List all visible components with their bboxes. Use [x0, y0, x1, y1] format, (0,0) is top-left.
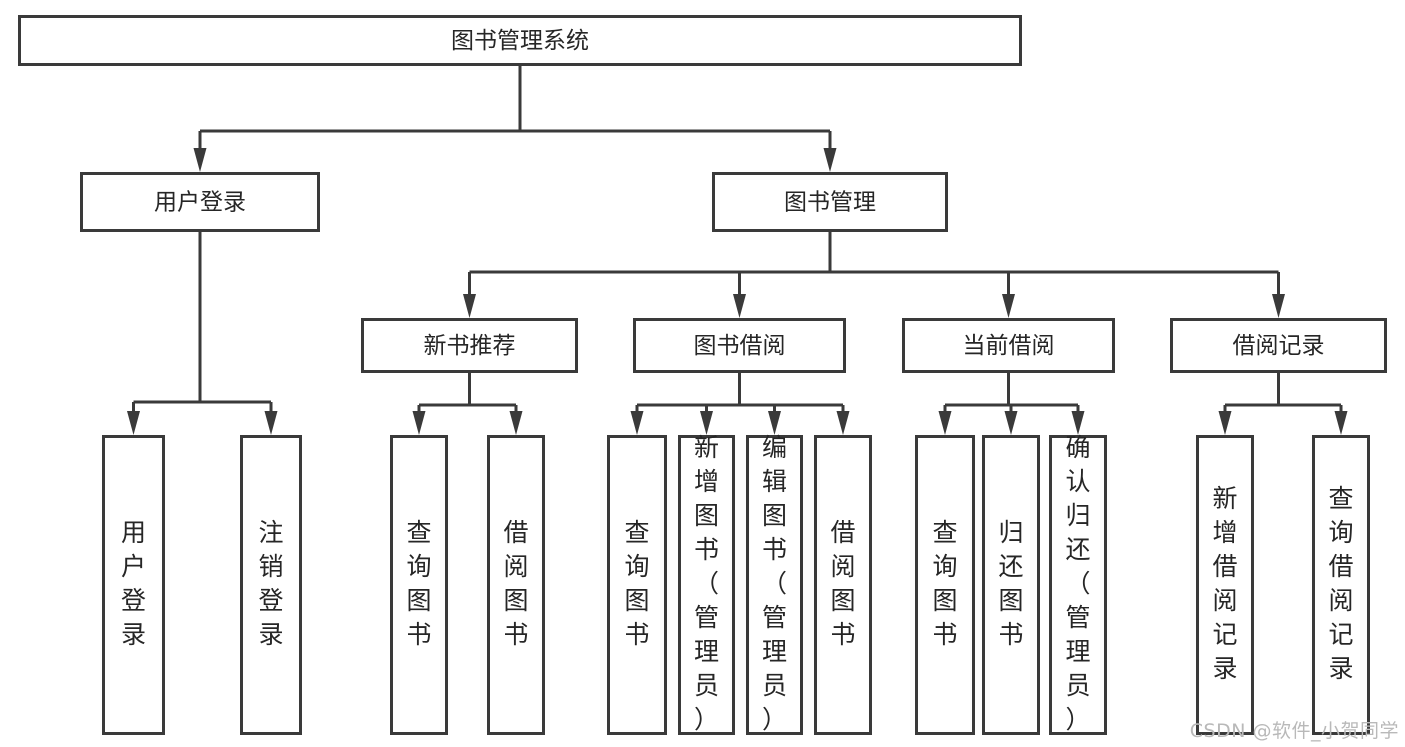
- node-label-bookmgmt: 图书管理: [784, 190, 876, 216]
- node-box-current: [902, 318, 1115, 373]
- arrow-head-leaf7: [768, 411, 781, 435]
- node-bookmgmt[interactable]: 图书管理: [712, 172, 948, 232]
- arrow-head-leaf13: [1334, 411, 1348, 435]
- arrow-head-leaf11: [1071, 411, 1085, 435]
- node-layer: 图书管理系统用户登录图书管理新书推荐图书借阅当前借阅借阅记录用户登录注销登录查询…: [18, 15, 1387, 735]
- node-label-leaf5: 查询图书: [624, 518, 649, 649]
- node-leaf3[interactable]: 查询图书: [390, 435, 448, 735]
- arrow-head-newbook: [463, 294, 476, 318]
- node-label-newbook: 新书推荐: [424, 333, 516, 359]
- node-box-leaf11: [1049, 435, 1107, 735]
- node-box-leaf6: [678, 435, 735, 735]
- node-box-login: [80, 172, 320, 232]
- node-leaf5[interactable]: 查询图书: [607, 435, 667, 735]
- node-box-bookmgmt: [712, 172, 948, 232]
- arrow-head-leaf5: [630, 411, 644, 435]
- node-box-leaf2: [240, 435, 302, 735]
- arrow-head-leaf8: [836, 411, 850, 435]
- connector-layer: [127, 66, 1348, 435]
- node-box-leaf9: [915, 435, 975, 735]
- node-label-leaf6: 新增图书（管理员）: [694, 433, 719, 734]
- node-label-leaf3: 查询图书: [406, 518, 431, 649]
- node-label-current: 当前借阅: [963, 333, 1055, 359]
- node-leaf12[interactable]: 新增借阅记录: [1196, 435, 1254, 735]
- arrow-head-leaf12: [1218, 411, 1232, 435]
- watermark-label: CSDN @软件_小贺同学: [1189, 720, 1399, 742]
- node-label-leaf8: 借阅图书: [830, 518, 855, 649]
- node-label-leaf1: 用户登录: [121, 518, 146, 649]
- node-leaf11[interactable]: 确认归还（管理员）: [1049, 433, 1107, 735]
- node-box-leaf8: [814, 435, 872, 735]
- node-box-leaf13: [1312, 435, 1370, 735]
- node-records[interactable]: 借阅记录: [1170, 318, 1387, 373]
- node-label-leaf9: 查询图书: [932, 518, 957, 649]
- node-box-leaf7: [746, 435, 803, 735]
- node-box-leaf5: [607, 435, 667, 735]
- node-label-leaf2: 注销登录: [258, 518, 283, 649]
- node-leaf4[interactable]: 借阅图书: [487, 435, 545, 735]
- arrow-head-leaf6: [700, 411, 713, 435]
- node-label-leaf11: 确认归还（管理员）: [1065, 433, 1090, 734]
- node-box-leaf1: [102, 435, 165, 735]
- node-label-leaf10: 归还图书: [998, 518, 1023, 649]
- node-newbook[interactable]: 新书推荐: [361, 318, 578, 373]
- arrow-head-leaf10: [1004, 411, 1018, 435]
- node-box-newbook: [361, 318, 578, 373]
- node-box-leaf3: [390, 435, 448, 735]
- arrow-head-login: [193, 148, 207, 172]
- node-leaf10[interactable]: 归还图书: [982, 435, 1040, 735]
- node-box-leaf10: [982, 435, 1040, 735]
- node-label-root: 图书管理系统: [451, 28, 589, 54]
- arrow-head-leaf3: [412, 411, 426, 435]
- node-login[interactable]: 用户登录: [80, 172, 320, 232]
- arrow-head-leaf2: [264, 411, 278, 435]
- node-label-leaf13: 查询借阅记录: [1328, 484, 1353, 683]
- node-leaf8[interactable]: 借阅图书: [814, 435, 872, 735]
- arrow-head-bookmgmt: [823, 148, 837, 172]
- node-leaf1[interactable]: 用户登录: [102, 435, 165, 735]
- arrow-head-leaf9: [938, 411, 952, 435]
- arrow-head-records: [1272, 294, 1285, 318]
- node-label-leaf12: 新增借阅记录: [1212, 484, 1237, 683]
- node-leaf2[interactable]: 注销登录: [240, 435, 302, 735]
- node-box-records: [1170, 318, 1387, 373]
- arrow-head-current: [1002, 294, 1015, 318]
- node-box-borrow: [633, 318, 846, 373]
- node-box-leaf12: [1196, 435, 1254, 735]
- node-label-records: 借阅记录: [1233, 333, 1325, 359]
- node-current[interactable]: 当前借阅: [902, 318, 1115, 373]
- node-box-root: [18, 15, 1022, 66]
- node-borrow[interactable]: 图书借阅: [633, 318, 846, 373]
- node-leaf13[interactable]: 查询借阅记录: [1312, 435, 1370, 735]
- node-leaf7[interactable]: 编辑图书（管理员）: [746, 433, 803, 735]
- node-label-leaf7: 编辑图书（管理员）: [762, 433, 787, 734]
- arrow-head-leaf1: [127, 411, 140, 435]
- node-label-borrow: 图书借阅: [694, 333, 786, 359]
- arrow-head-borrow: [733, 294, 746, 318]
- node-leaf9[interactable]: 查询图书: [915, 435, 975, 735]
- node-root[interactable]: 图书管理系统: [18, 15, 1022, 66]
- node-leaf6[interactable]: 新增图书（管理员）: [678, 433, 735, 735]
- node-label-leaf4: 借阅图书: [503, 518, 528, 649]
- node-label-login: 用户登录: [154, 190, 246, 216]
- arrow-head-leaf4: [509, 411, 523, 435]
- node-box-leaf4: [487, 435, 545, 735]
